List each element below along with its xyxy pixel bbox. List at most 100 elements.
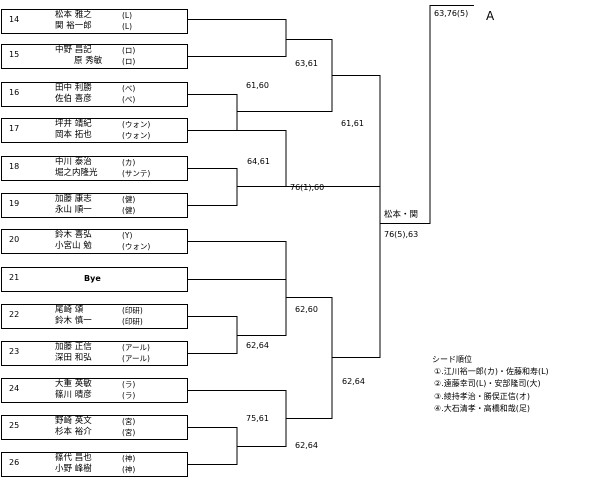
block-winner: 松本・関 xyxy=(384,210,419,220)
player-affiliation: (アール) xyxy=(122,354,150,363)
player-name: 岡本 拓也 xyxy=(55,130,92,140)
player-name: 松本 雅之 xyxy=(55,10,92,20)
player-name: 小野 峰樹 xyxy=(55,464,92,474)
seed-item: ②.遠藤幸司(L)・安部隆司(大) xyxy=(434,379,541,389)
player-affiliation: (L) xyxy=(122,11,133,20)
entry-26: 26 篠代 昌也 (神) 小野 峰樹 (神) xyxy=(1,452,188,477)
entry-number: 26 xyxy=(9,458,20,467)
player-affiliation: (アール) xyxy=(122,343,150,352)
bracket-line xyxy=(188,168,238,206)
player-affiliation: (ベ) xyxy=(122,95,136,104)
entry-number: 16 xyxy=(9,88,20,97)
player-affiliation: (印研) xyxy=(122,317,143,326)
player-affiliation: (ラ) xyxy=(122,391,136,400)
seed-legend-title: シード順位 xyxy=(432,355,472,364)
player-affiliation: (ロ) xyxy=(122,46,136,55)
player-name: 永山 順一 xyxy=(55,205,92,215)
bracket-line xyxy=(188,19,287,57)
bracket-line xyxy=(188,241,287,280)
player-affiliation: (ロ) xyxy=(122,57,136,66)
player-affiliation: (L) xyxy=(122,22,133,31)
player-name: 野崎 英文 xyxy=(55,416,92,426)
entry-14: 14 松本 雅之 (L) 関 裕一郎 (L) xyxy=(1,9,188,34)
player-affiliation: (印研) xyxy=(122,306,143,315)
bracket-line xyxy=(237,39,333,112)
player-name: 篠川 晴彦 xyxy=(55,390,92,400)
entry-number: 20 xyxy=(9,235,20,244)
player-name: 杉本 裕介 xyxy=(55,427,92,437)
bracket-line xyxy=(188,427,238,465)
entry-19: 19 加藤 康志 (健) 永山 順一 (健) xyxy=(1,193,188,218)
player-affiliation: (健) xyxy=(122,195,136,204)
player-name: 関 裕一郎 xyxy=(55,21,92,31)
seed-item: ④.大石清孝・高橋和哉(足) xyxy=(434,403,530,413)
bye-label: Bye xyxy=(84,274,101,283)
entry-17: 17 坪井 靖紀 (ウォン) 岡本 拓也 (ウォン) xyxy=(1,118,188,143)
bracket-line xyxy=(188,94,238,131)
match-score: 62,64 xyxy=(246,341,269,350)
seed-item: ①.江川裕一郎(カ)・佐藤和寿(L) xyxy=(434,367,549,377)
player-name: 篠代 昌也 xyxy=(55,453,92,463)
entry-22: 22 尾崎 頌 (印研) 鈴木 慎一 (印研) xyxy=(1,304,188,329)
player-affiliation: (神) xyxy=(122,454,136,463)
player-affiliation: (健) xyxy=(122,206,136,215)
player-affiliation: (カ) xyxy=(122,158,136,167)
seed-legend: シード順位 ①.江川裕一郎(カ)・佐藤和寿(L) ②.遠藤幸司(L)・安部隆司(… xyxy=(432,354,549,415)
entry-number: 25 xyxy=(9,421,20,430)
entry-number: 24 xyxy=(9,384,20,393)
player-affiliation: (ラ) xyxy=(122,380,136,389)
player-affiliation: (ベ) xyxy=(122,84,136,93)
player-affiliation: (宮) xyxy=(122,428,136,437)
player-name: 堀之内隆光 xyxy=(55,168,98,178)
entry-number: 17 xyxy=(9,124,20,133)
entry-20: 20 鈴木 喜弘 (Y) 小宮山 勉 (ウォン) xyxy=(1,229,188,254)
bracket-line xyxy=(237,260,287,336)
player-name: 加藤 正信 xyxy=(55,342,92,352)
bracket-line xyxy=(237,130,287,187)
player-name: 加藤 康志 xyxy=(55,194,92,204)
match-score: 76(1),60 xyxy=(290,183,325,192)
entry-15: 15 中野 昌記 (ロ) 原 秀敏 (ロ) xyxy=(1,44,188,69)
match-score: 61,60 xyxy=(246,81,269,90)
player-affiliation: (神) xyxy=(122,465,136,474)
entry-number: 22 xyxy=(9,310,20,319)
bracket-line xyxy=(286,297,333,419)
player-name: 大重 英敏 xyxy=(55,379,92,389)
entry-21: 21 Bye xyxy=(1,267,188,292)
seed-item: ③.綾持孝治・勝俣正信(オ) xyxy=(434,391,530,401)
player-name: 中野 昌記 xyxy=(55,45,92,55)
player-name: 鈴木 喜弘 xyxy=(55,230,92,240)
bracket-line xyxy=(188,316,238,354)
entry-number: 18 xyxy=(9,162,20,171)
player-name: 中川 泰治 xyxy=(55,157,92,167)
match-score: 62,64 xyxy=(342,377,365,386)
entry-25: 25 野崎 英文 (宮) 杉本 裕介 (宮) xyxy=(1,415,188,440)
player-name: 田中 利勝 xyxy=(55,83,92,93)
player-affiliation: (サンテ) xyxy=(122,169,151,178)
player-affiliation: (ウォン) xyxy=(122,242,151,251)
entry-number: 15 xyxy=(9,50,20,59)
player-name: 小宮山 勉 xyxy=(55,241,92,251)
match-score: 62,60 xyxy=(295,305,318,314)
player-affiliation: (Y) xyxy=(122,231,133,240)
entry-number: 23 xyxy=(9,347,20,356)
bracket-line xyxy=(380,5,474,224)
match-score: 62,64 xyxy=(295,441,318,450)
match-score: 75,61 xyxy=(246,414,269,423)
final-score: 63,76(5) xyxy=(434,9,469,18)
player-name: 原 秀敏 xyxy=(74,56,103,66)
player-name: 鈴木 慎一 xyxy=(55,316,92,326)
match-score: 63,61 xyxy=(295,59,318,68)
entry-18: 18 中川 泰治 (カ) 堀之内隆光 (サンテ) xyxy=(1,156,188,181)
entry-number: 14 xyxy=(9,15,20,24)
player-affiliation: (ウォン) xyxy=(122,131,151,140)
player-name: 坪井 靖紀 xyxy=(55,119,92,129)
match-score: 61,61 xyxy=(341,119,364,128)
bracket-line xyxy=(286,75,381,187)
entry-number: 21 xyxy=(9,273,20,282)
player-name: 佐伯 喜彦 xyxy=(55,94,92,104)
match-score: 64,61 xyxy=(247,157,270,166)
match-score: 76(5),63 xyxy=(384,230,419,239)
